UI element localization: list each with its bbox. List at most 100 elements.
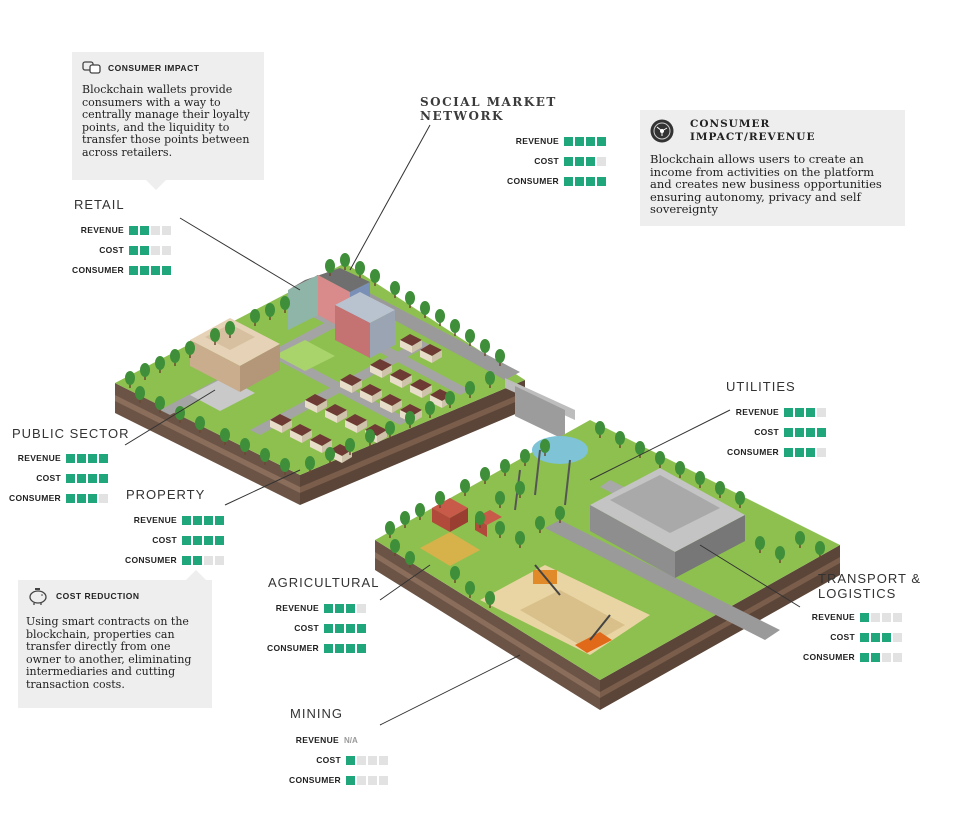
tree-canopy [345, 438, 355, 452]
score-block-filled [586, 156, 595, 166]
score-block-filled [346, 643, 355, 653]
house-wall [372, 390, 382, 403]
score-block-filled [597, 136, 606, 146]
score-block-empty [893, 632, 902, 642]
score-block-filled [575, 176, 584, 186]
house-roof [380, 394, 402, 406]
score-block-empty [368, 755, 377, 765]
house-wall [392, 400, 402, 413]
tree-canopy [775, 546, 785, 560]
score-label: REVENUE [811, 612, 855, 622]
tree-canopy [635, 441, 645, 455]
score-block-filled [357, 643, 366, 653]
score-block-filled [193, 535, 202, 545]
callout-body: Using smart contracts on the blockchain,… [26, 615, 192, 691]
score-row-cost: COST [280, 750, 388, 770]
tree-canopy [265, 303, 275, 317]
house-wall [302, 430, 312, 443]
score-block-empty [882, 612, 891, 622]
house-wall [290, 430, 302, 443]
tree-canopy [210, 328, 220, 342]
score-block-filled [88, 453, 97, 463]
score-block-empty [597, 156, 606, 166]
tree-canopy [515, 481, 525, 495]
bridge [505, 378, 575, 440]
tree-canopy [480, 339, 490, 353]
score-block-filled [806, 427, 815, 437]
score-bars [784, 407, 826, 417]
house-roof [370, 359, 392, 371]
tree-canopy [450, 566, 460, 580]
score-label: REVENUE [515, 136, 559, 146]
piggy-bank-icon [26, 586, 50, 606]
tree-canopy [390, 539, 400, 553]
house-wall [380, 400, 392, 413]
score-block-filled [182, 535, 191, 545]
house-roof [290, 424, 312, 436]
house-wall [432, 350, 442, 363]
score-block-empty [893, 652, 902, 662]
house-wall [305, 400, 317, 413]
score-block-empty [162, 225, 171, 235]
score-block-filled [795, 407, 804, 417]
tree-canopy [240, 438, 250, 452]
score-block-filled [335, 643, 344, 653]
score-block-filled [77, 493, 86, 503]
retail-storefronts [288, 268, 395, 358]
tree-canopy [695, 471, 705, 485]
tree-canopy [280, 458, 290, 472]
score-block-filled [324, 623, 333, 633]
tree-canopy [500, 459, 510, 473]
tree-canopy [540, 439, 550, 453]
callout-heading: CONSUMER IMPACT/REVENUE [690, 118, 816, 143]
tree-canopy [465, 329, 475, 343]
score-block-filled [346, 623, 355, 633]
tree-canopy [170, 349, 180, 363]
score-row-revenue: REVENUE [790, 607, 902, 627]
sector-title: PROPERTY [126, 487, 206, 502]
sector-title: PUBLIC SECTOR [12, 426, 130, 441]
house-roof [305, 394, 327, 406]
score-bars [129, 265, 171, 275]
score-row-consumer: CONSUMER [280, 770, 388, 790]
score-bars [129, 245, 171, 255]
score-row-cost: COST [64, 240, 171, 260]
score-block-filled [871, 632, 880, 642]
score-bars [324, 643, 366, 653]
house-roof [330, 444, 352, 456]
sector-title: UTILITIES [726, 379, 796, 394]
tree-canopy [370, 269, 380, 283]
score-bars [346, 755, 388, 765]
tree-canopy [280, 296, 290, 310]
score-label: COST [754, 427, 779, 437]
score-block-filled [129, 265, 138, 275]
score-row-consumer: CONSUMER [716, 442, 826, 462]
score-block-filled [335, 603, 344, 613]
score-block-empty [379, 775, 388, 785]
score-block-empty [215, 555, 224, 565]
score-block-filled [182, 555, 191, 565]
score-label: REVENUE [133, 515, 177, 525]
tree-canopy [185, 341, 195, 355]
score-bars [346, 775, 388, 785]
tree-canopy [365, 429, 375, 443]
tree-canopy [415, 503, 425, 517]
tree-canopy [125, 371, 135, 385]
house-roof [345, 414, 367, 426]
industrial-block [375, 420, 840, 710]
score-label: COST [294, 623, 319, 633]
score-row-revenue: REVENUE [258, 598, 366, 618]
house-wall [360, 390, 372, 403]
tree-canopy [355, 261, 365, 275]
score-block-filled [860, 632, 869, 642]
score-row-revenue: REVENUE [118, 510, 224, 530]
score-block-empty [357, 775, 366, 785]
score-block-filled [346, 603, 355, 613]
score-bars [182, 535, 224, 545]
score-block-empty [882, 652, 891, 662]
